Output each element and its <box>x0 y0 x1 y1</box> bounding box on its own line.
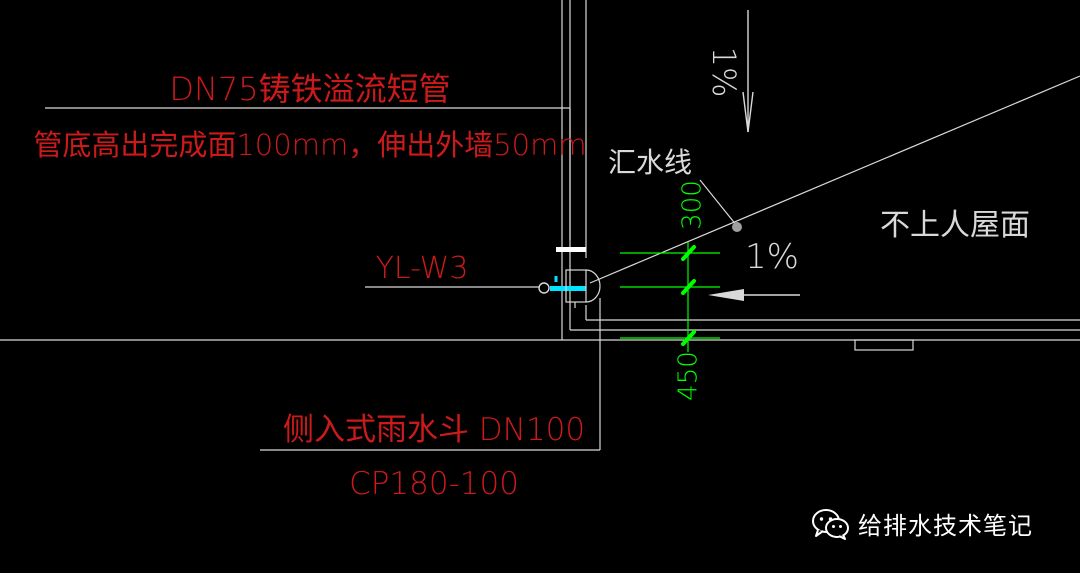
slope-label-roof: 1% <box>745 237 799 277</box>
rain-hopper-title: 侧入式雨水斗 DN100 <box>283 412 585 448</box>
overflow-pipe-symbol <box>556 247 586 252</box>
pipe-tag: YL-W3 <box>376 251 469 286</box>
collection-line-label: 汇水线 <box>608 146 692 179</box>
wall-outlines <box>0 0 1080 351</box>
roof-label: 不上人屋面 <box>880 208 1030 243</box>
dim-label-lower: 450 <box>674 351 704 401</box>
rain-hopper-model: CP180-100 <box>349 466 519 502</box>
roof-slope-line <box>589 75 1080 284</box>
collection-line-point <box>732 222 742 232</box>
parapet-block <box>854 339 914 351</box>
overflow-pipe-note: 管底高出完成面100mm，伸出外墙50mm <box>33 128 586 162</box>
slope-label-vertical: 1% <box>705 47 743 98</box>
dimension-chain <box>620 242 720 352</box>
overflow-pipe-title: DN75铸铁溢流短管 <box>169 70 450 108</box>
dimension-ticks <box>681 245 696 346</box>
slope-arrow-horizontal <box>708 289 800 301</box>
pipe-end-circle <box>538 282 550 294</box>
rain-hopper-outlet <box>550 286 586 291</box>
collection-line-leader <box>699 179 738 227</box>
dim-label-upper: 300 <box>678 180 708 230</box>
slope-arrow-vertical <box>742 10 754 133</box>
rain-hopper-body <box>565 269 601 308</box>
watermark-text: 给排水技术笔记 <box>858 512 1033 540</box>
watermark: 给排水技术笔记 <box>812 506 1033 541</box>
wechat-icon <box>812 508 849 540</box>
